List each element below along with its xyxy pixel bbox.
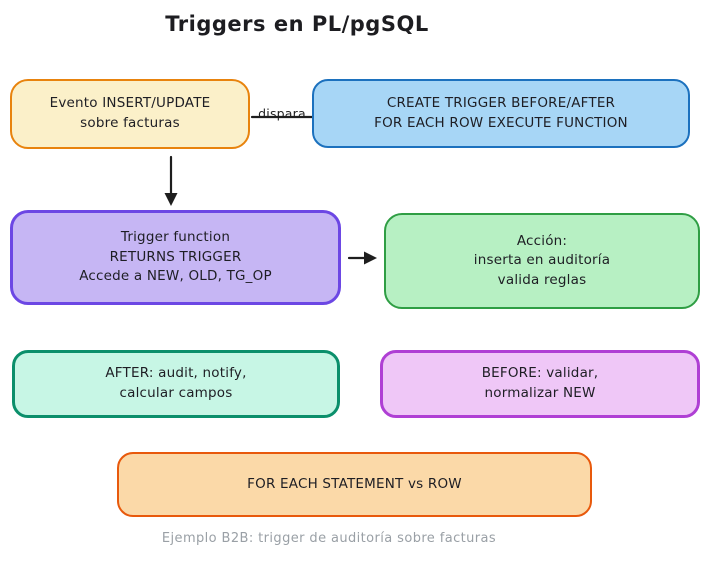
node-label-line: Acción: <box>516 232 568 249</box>
diagram-caption: Ejemplo B2B: trigger de auditoría sobre … <box>161 531 497 546</box>
node-label-line: normalizar NEW <box>484 385 596 401</box>
node-trigger-function: Trigger function RETURNS TRIGGER Accede … <box>10 210 341 305</box>
node-label-line: Accede a NEW, OLD, TG_OP <box>79 268 272 285</box>
node-label-line: calcular campos <box>119 385 233 401</box>
node-label-line: Trigger function <box>120 229 231 246</box>
node-label-line: Evento INSERT/UPDATE <box>49 95 211 112</box>
diagram-title: Triggers en PL/pgSQL <box>165 12 429 36</box>
node-label-line: FOR EACH ROW EXECUTE FUNCTION <box>374 114 628 131</box>
node-label-line: BEFORE: validar, <box>481 365 599 382</box>
node-label-line: AFTER: audit, notify, <box>105 365 247 382</box>
right-arrow <box>347 251 377 265</box>
node-label-line: CREATE TRIGGER BEFORE/AFTER <box>386 94 616 111</box>
node-create-trigger: CREATE TRIGGER BEFORE/AFTER FOR EACH ROW… <box>312 79 690 148</box>
node-before-trigger: BEFORE: validar, normalizar NEW <box>380 350 700 418</box>
node-label-line: RETURNS TRIGGER <box>109 248 242 265</box>
node-event-insert-update: Evento INSERT/UPDATE sobre facturas <box>10 79 250 149</box>
dispara-arrow-label: dispara <box>258 106 306 121</box>
node-label-line: valida reglas <box>497 271 587 288</box>
node-action: Acción: inserta en auditoría valida regl… <box>384 213 700 309</box>
node-statement-vs-row: FOR EACH STATEMENT vs ROW <box>117 452 592 517</box>
down-arrow <box>164 155 178 206</box>
node-label-line: FOR EACH STATEMENT vs ROW <box>247 475 462 492</box>
node-label-line: sobre facturas <box>80 115 180 131</box>
node-after-trigger: AFTER: audit, notify, calcular campos <box>12 350 340 418</box>
node-label-line: inserta en auditoría <box>473 252 611 269</box>
